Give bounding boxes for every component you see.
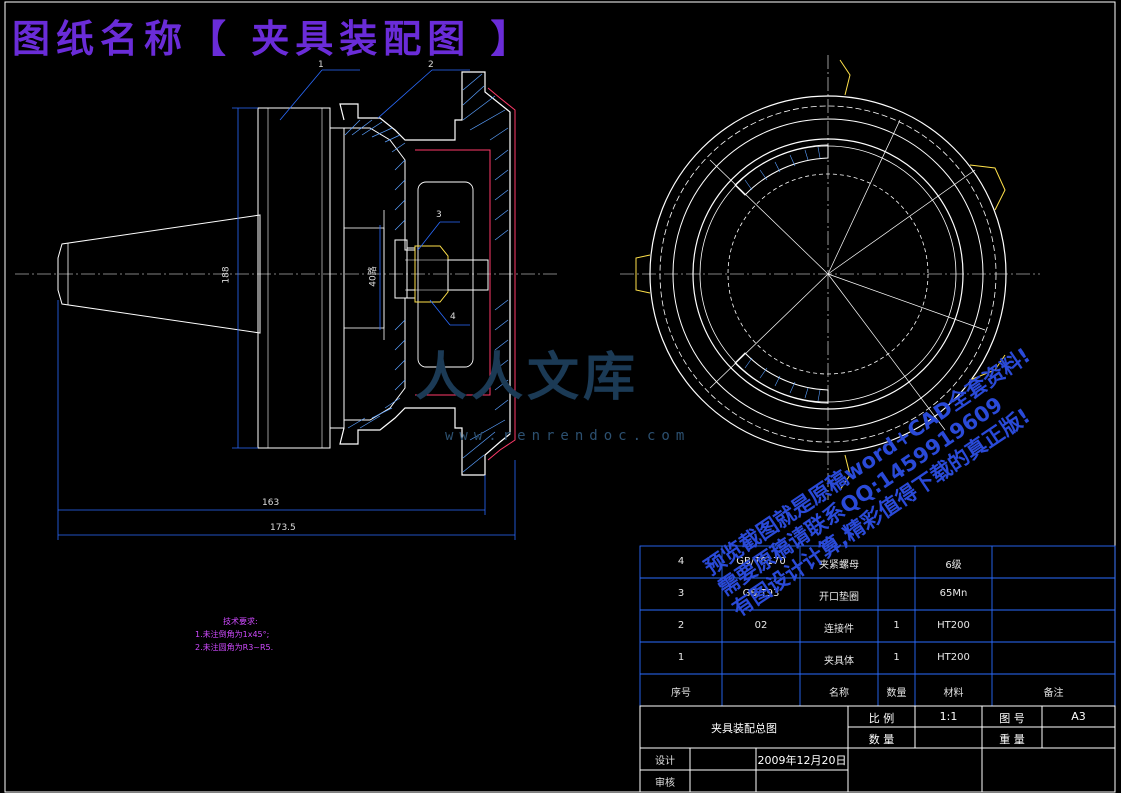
callout-1: 1 xyxy=(318,60,324,70)
bom-row-4-code: GB/T6170 xyxy=(736,556,786,567)
bom-row-3-no: 3 xyxy=(677,588,685,599)
title-block-drawing-name: 夹具装配总图 xyxy=(711,722,777,735)
title-block-review-label: 审核 xyxy=(655,778,675,789)
bom-row-2-qty: 1 xyxy=(893,620,900,631)
tech-item-2: 2.未注圆角为R3~R5. xyxy=(195,643,274,652)
bom-row-1-material: HT200 xyxy=(937,652,970,663)
watermark-logo: 人人文库 xyxy=(415,348,640,408)
bom-row-3-code: GB/T93 xyxy=(742,588,780,599)
bom-header-qty: 数量 xyxy=(886,688,907,699)
dim-40: 40路 xyxy=(368,266,379,287)
tech-heading: 技术要求: xyxy=(223,617,258,626)
title-block xyxy=(639,705,1116,793)
title-block-date: 2009年12月20日 xyxy=(757,754,847,767)
bom-header-no: 序号 xyxy=(671,688,691,699)
bom-row-4-no: 4 xyxy=(677,556,685,567)
bom-row-3-material: 65Mn xyxy=(939,588,968,599)
title-block-scale-label: 比 例 xyxy=(868,712,895,725)
title-block-design-label: 设计 xyxy=(655,756,675,767)
bom-row-4-material: 6级 xyxy=(945,560,962,571)
dim-173-5: 173.5 xyxy=(270,523,296,533)
bom-row-3-name: 开口垫圈 xyxy=(819,592,859,603)
bom-row-1-qty: 1 xyxy=(893,652,900,663)
drawing-frame xyxy=(4,1,1116,793)
bom-row-2-name: 连接件 xyxy=(824,624,854,635)
watermark-url: www.renrendoc.com xyxy=(445,428,691,444)
bom-row-2-code: 02 xyxy=(754,620,768,631)
bom-header-material: 材料 xyxy=(943,688,964,699)
sectional-view xyxy=(15,69,560,540)
dim-188: 188 xyxy=(221,266,232,284)
dim-163: 163 xyxy=(262,498,280,508)
tech-item-1: 1.未注倒角为1x45°; xyxy=(195,630,270,639)
callout-2: 2 xyxy=(428,60,434,70)
title-block-weight-label: 重 量 xyxy=(999,733,1025,746)
bom-row-2-no: 2 xyxy=(677,620,685,631)
bom-row-1-name: 夹具体 xyxy=(824,656,854,667)
end-view xyxy=(620,55,1040,500)
title-block-scale-value: 1:1 xyxy=(939,710,958,723)
bom-row-4-name: 夹紧螺母 xyxy=(819,560,859,571)
drawing-title: 图纸名称【 夹具装配图 】 xyxy=(12,17,535,61)
callout-3: 3 xyxy=(436,210,442,220)
technical-requirements: 技术要求: 1.未注倒角为1x45°; 2.未注圆角为R3~R5. xyxy=(195,615,273,654)
bom-row-1-no: 1 xyxy=(677,652,685,663)
bom-header-name: 名称 xyxy=(829,688,849,699)
title-block-drawing-no-label: 图 号 xyxy=(999,712,1025,725)
callout-4: 4 xyxy=(450,312,456,322)
title-block-drawing-no-value: A3 xyxy=(1071,710,1086,723)
bom-header-remark: 备注 xyxy=(1043,688,1064,699)
bom-row-2-material: HT200 xyxy=(937,620,970,631)
title-block-qty-label: 数 量 xyxy=(868,733,895,746)
